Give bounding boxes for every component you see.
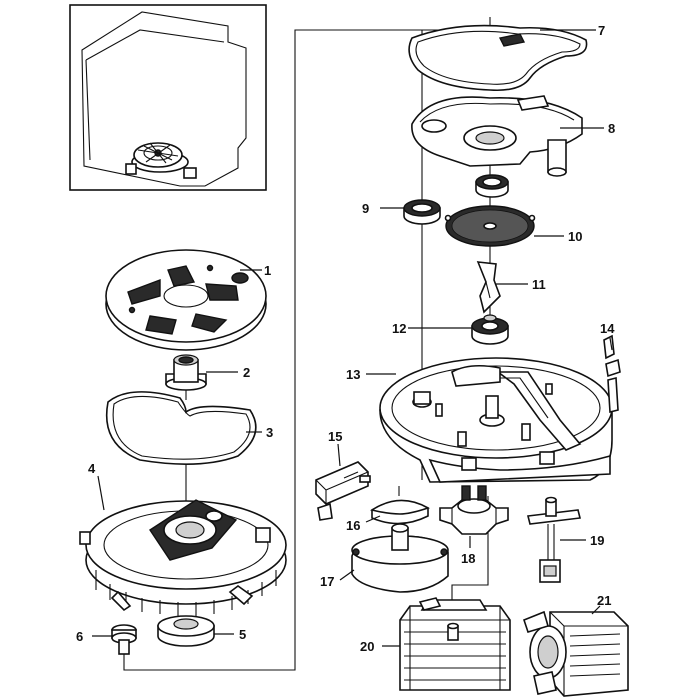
- callout-16: 16: [346, 518, 360, 533]
- callout-2: 2: [243, 365, 250, 380]
- inset-location-view: [69, 4, 267, 191]
- callout-13: 13: [346, 367, 360, 382]
- callout-6: 6: [76, 629, 83, 644]
- part-17-timer-motor: [351, 523, 449, 593]
- part-15-switch: [315, 461, 371, 521]
- callout-18: 18: [461, 551, 475, 566]
- callout-4: 4: [88, 461, 96, 476]
- part-19-sensor: [527, 496, 581, 583]
- callout-8: 8: [608, 121, 615, 136]
- callout-labels: 1 2 3 4 5 6 7 8 9 10 11 12 13 14 15 16 1…: [76, 23, 615, 654]
- part-21-drain-pump: [523, 610, 629, 697]
- callout-14: 14: [600, 321, 615, 336]
- callout-1: 1: [264, 263, 271, 278]
- callout-10: 10: [568, 229, 582, 244]
- callout-19: 19: [590, 533, 604, 548]
- callout-17: 17: [320, 574, 334, 589]
- part-2-bearing-collar: [165, 354, 207, 391]
- part-18-bracket: [439, 485, 509, 535]
- part-4-motor-housing: [79, 499, 287, 616]
- part-12-impeller-seal: [471, 314, 509, 345]
- part-10-filter-screen: [444, 205, 536, 247]
- part-16-baffle: [370, 499, 430, 525]
- callout-15: 15: [328, 429, 342, 444]
- callout-20: 20: [360, 639, 374, 654]
- inset-tub-outline: [81, 11, 247, 187]
- callout-7: 7: [598, 23, 605, 38]
- callout-12: 12: [392, 321, 406, 336]
- part-1-shield-plate: [105, 249, 267, 351]
- part-upper-seal: [475, 174, 509, 198]
- part-3-gasket: [106, 391, 257, 465]
- callout-9: 9: [362, 201, 369, 216]
- part-9-seal-ring: [403, 199, 441, 225]
- inset-tub-floor: [85, 29, 225, 161]
- callout-5: 5: [239, 627, 246, 642]
- part-14-clip: [603, 334, 621, 414]
- callout-21: 21: [597, 593, 611, 608]
- inset-pump-assembly: [125, 142, 197, 179]
- callout-11: 11: [532, 277, 546, 292]
- part-5-impeller-disc: [157, 615, 215, 647]
- leader-lines: [92, 29, 613, 647]
- part-7-top-gasket: [408, 24, 588, 92]
- part-13-lower-housing: [379, 357, 613, 483]
- part-8-upper-housing: [411, 95, 583, 177]
- callout-3: 3: [266, 425, 273, 440]
- part-11-chopper-blade: [476, 261, 501, 314]
- part-6-bolt: [111, 624, 137, 655]
- part-20-drive-motor: [399, 597, 511, 691]
